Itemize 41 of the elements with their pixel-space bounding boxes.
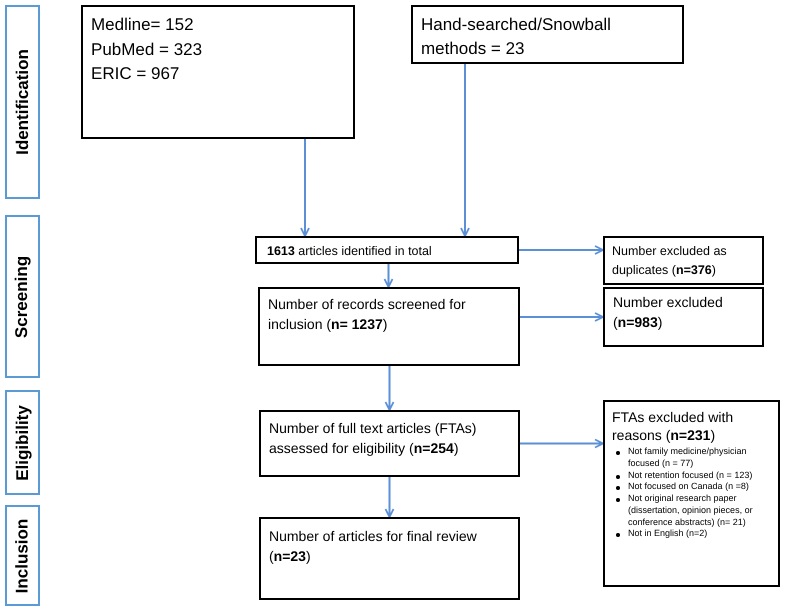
arrow [300, 139, 310, 237]
arrow [460, 64, 470, 237]
phase-label: Inclusion [12, 518, 32, 593]
list-item: Not original research paper (dissertation, opinion pieces, or conference abstracts) (n= 21) [628, 493, 754, 528]
arrow [384, 366, 394, 411]
box-text: FTAs excluded with reasons (n=231) [612, 408, 734, 444]
box-text: 1613 articles identified in total [267, 243, 433, 260]
box-text: ERIC = 967 [91, 63, 180, 86]
list-item: Not focused on Canada (n =8) [628, 481, 750, 494]
process-box [603, 236, 764, 285]
box-text: Number of records screened for inclusion (n= 1237) [268, 295, 467, 334]
arrow [520, 312, 604, 322]
phase-band [5, 5, 40, 199]
process-box [81, 5, 355, 139]
process-box [259, 410, 520, 477]
arrow [519, 245, 604, 255]
box-text: Number of articles for final review (n=23) [269, 527, 478, 566]
list-item: Not in English (n=2) [628, 528, 708, 540]
phase-band [5, 390, 40, 495]
process-box [603, 287, 764, 347]
phase-label: Identification [12, 49, 32, 155]
box-text: Number of full text articles (FTAs) assessed for eligibility (n=254) [269, 419, 478, 458]
list-item: Not family medicine/physician focused (n = 77) [628, 446, 748, 470]
process-box [259, 517, 520, 600]
phase-band [5, 505, 40, 606]
list-item: Not retention focused (n = 123) [628, 470, 754, 482]
phase-label: Screening [12, 255, 32, 338]
arrow [520, 438, 604, 448]
process-box [255, 236, 519, 264]
phase-band [5, 215, 40, 378]
box-text: Number excluded as duplicates (n=376) [612, 243, 728, 279]
box-text: Number excluded (n=983) [613, 293, 724, 332]
box-text: Medline= 152 [91, 14, 195, 36]
process-box [258, 287, 520, 366]
phase-label: Eligibility [12, 404, 32, 480]
box-text: PubMed = 323 [91, 38, 204, 61]
process-box [411, 5, 684, 64]
process-box [603, 400, 780, 587]
arrow [384, 264, 394, 288]
arrow [384, 477, 394, 518]
box-text: Hand-searched/Snowball methods = 23 [421, 14, 612, 60]
